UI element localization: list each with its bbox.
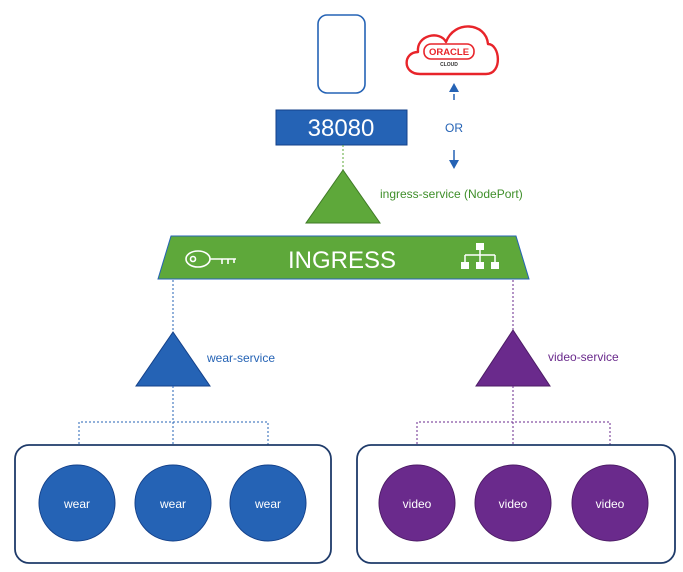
wear-pod: wear	[134, 464, 212, 542]
wear-pod: wear	[38, 464, 116, 542]
wear-pod: wear	[229, 464, 307, 542]
network-hierarchy-icon	[461, 243, 499, 269]
video-service-triangle	[475, 329, 551, 387]
video-pod: video	[474, 464, 552, 542]
wear-pod-label: wear	[159, 497, 186, 511]
wear-service-label: wear-service	[206, 351, 275, 365]
video-pod: video	[571, 464, 649, 542]
arrow-down-icon	[449, 150, 459, 169]
cloud-icon: ORACLE CLOUD	[405, 25, 500, 76]
port-label: 38080	[308, 115, 375, 142]
video-pod-label: video	[596, 497, 625, 511]
wear-pod-label: wear	[254, 497, 281, 511]
cloud-sub-text: CLOUD	[440, 62, 458, 68]
ingress-service-triangle	[305, 169, 381, 224]
video-pod: video	[378, 464, 456, 542]
video-service-label: video-service	[548, 350, 619, 364]
or-label: OR	[445, 121, 463, 135]
key-icon	[185, 250, 236, 268]
wear-pod-label: wear	[63, 497, 90, 511]
video-pod-label: video	[403, 497, 432, 511]
ingress-label: INGRESS	[288, 247, 396, 274]
port-box	[275, 109, 408, 146]
wear-service-triangle	[135, 331, 211, 387]
phone-icon	[317, 14, 366, 94]
video-pod-label: video	[499, 497, 528, 511]
ingress-service-label: ingress-service (NodePort)	[380, 187, 523, 201]
ingress-bar	[157, 235, 530, 280]
arrow-up-icon	[449, 83, 459, 100]
cloud-brand-text: ORACLE	[429, 47, 469, 58]
